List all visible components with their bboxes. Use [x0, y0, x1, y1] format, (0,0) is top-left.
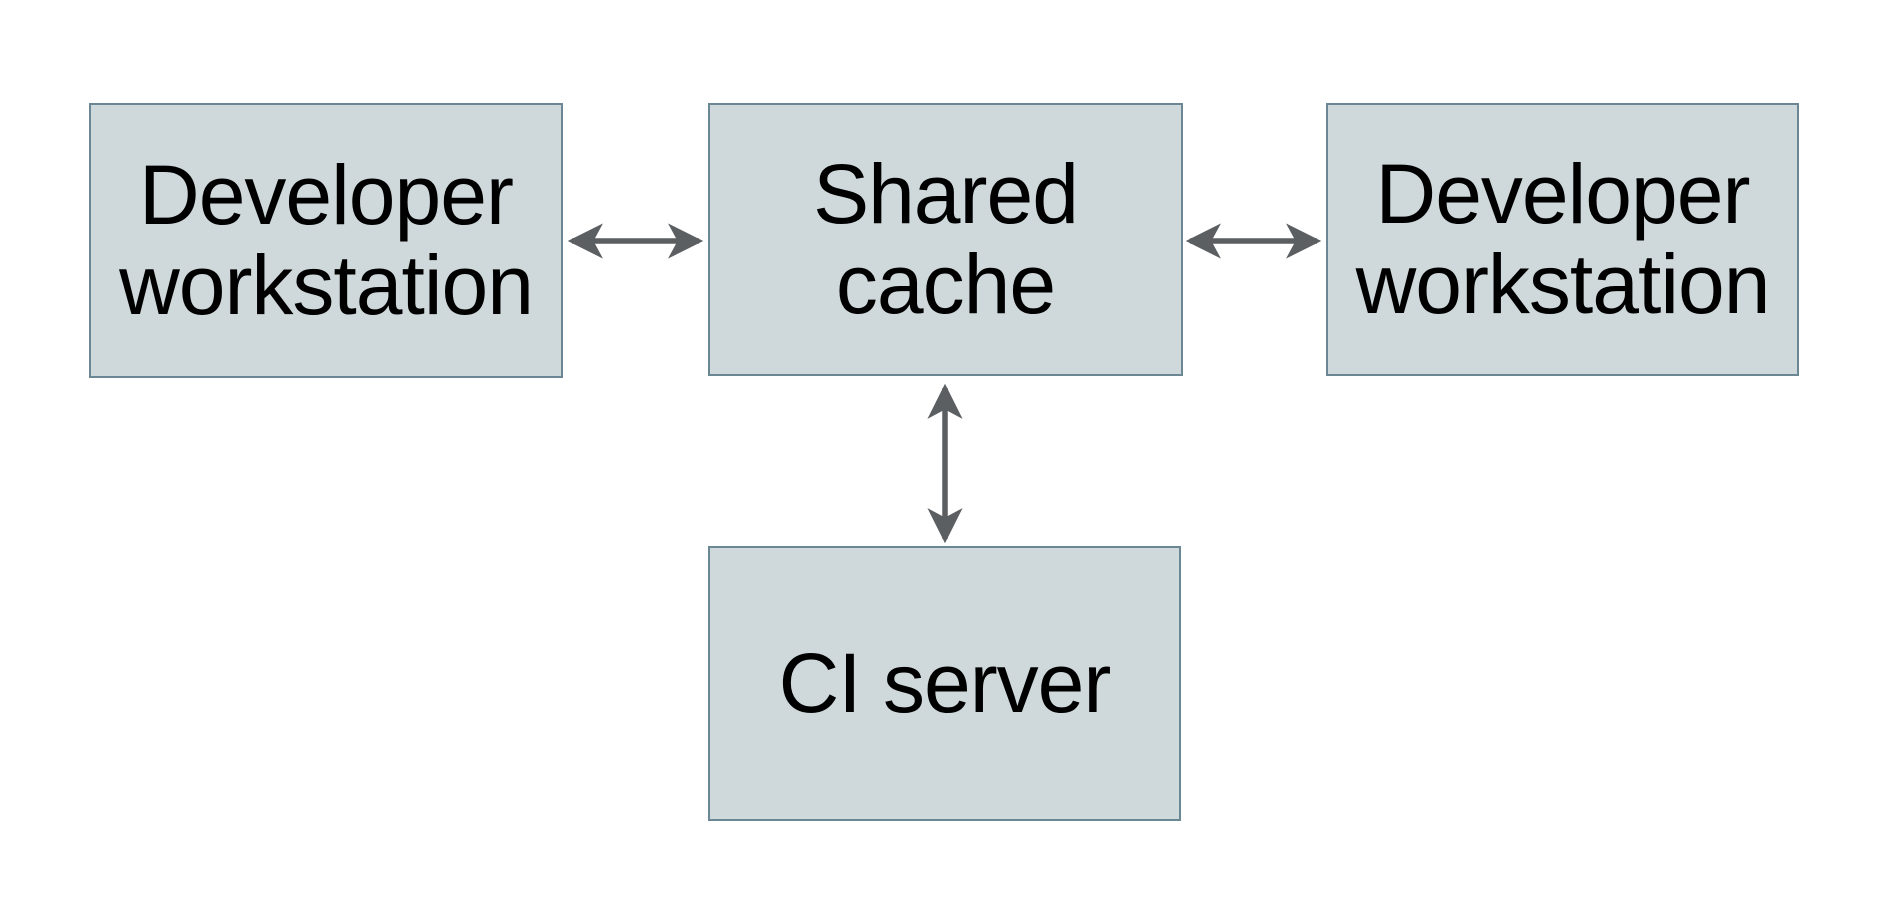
node-ci-server: CI server — [708, 546, 1181, 821]
node-label-ci-server: CI server — [778, 635, 1112, 730]
node-developer-workstation-right: Developer workstation — [1326, 103, 1799, 376]
node-label-developer-workstation-right: Developer workstation — [1355, 147, 1771, 331]
node-shared-cache: Shared cache — [708, 103, 1183, 376]
node-label-shared-cache: Shared cache — [813, 147, 1079, 331]
node-label-developer-workstation-left: Developer workstation — [119, 148, 534, 332]
node-developer-workstation-left: Developer workstation — [89, 103, 563, 378]
